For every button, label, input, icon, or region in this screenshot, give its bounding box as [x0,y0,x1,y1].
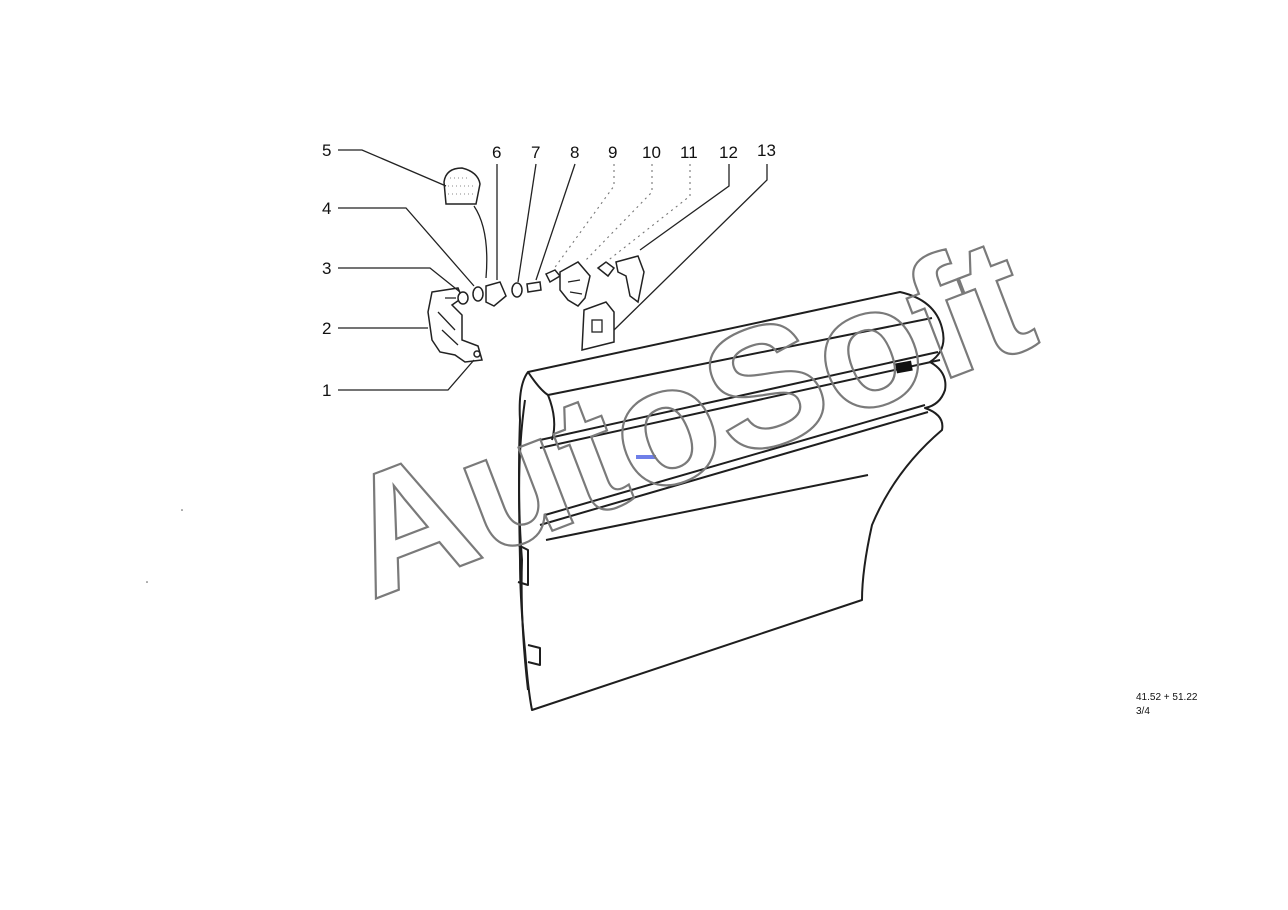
reference-block: 41.52 + 51.22 3/4 [1136,692,1198,717]
callout-9: 9 [608,143,617,162]
callout-5: 5 [322,141,331,160]
callout-labels: 1 2 3 4 5 6 7 8 9 10 11 12 13 [322,141,776,400]
callout-8: 8 [570,143,579,162]
callout-4: 4 [322,199,331,218]
reference-page: 3/4 [1136,706,1150,717]
callout-1: 1 [322,381,331,400]
leader-lines [338,149,768,391]
callout-10: 10 [642,143,661,162]
watermark: AutoSoft [317,200,1055,635]
callout-2: 2 [322,319,331,338]
callout-11: 11 [680,143,698,162]
callout-12: 12 [719,143,738,162]
callout-3: 3 [322,259,331,278]
callout-6: 6 [492,143,501,162]
door-panel [517,291,947,711]
callout-7: 7 [531,143,540,162]
lock-mechanism [427,167,645,363]
callout-13: 13 [757,141,776,160]
reference-code: 41.52 + 51.22 [1136,692,1198,703]
